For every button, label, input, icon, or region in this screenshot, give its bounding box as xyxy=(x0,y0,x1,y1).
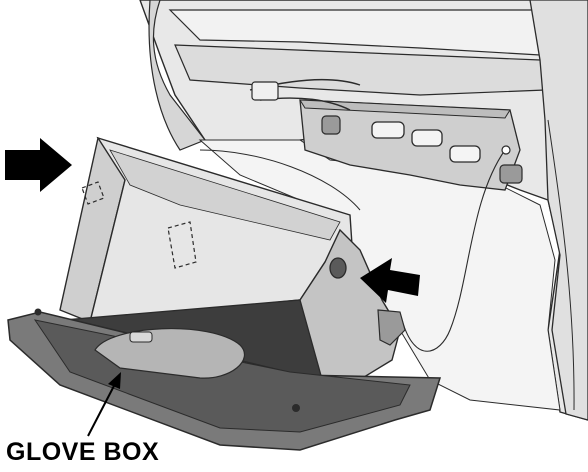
damper-string xyxy=(401,149,506,352)
bracket-slot-3 xyxy=(449,145,481,163)
connector-block xyxy=(251,81,279,101)
glove-box-inner-shadow xyxy=(109,149,341,241)
stopper-tab-left xyxy=(81,181,105,205)
glove-box xyxy=(7,136,442,451)
bracket-slot-2 xyxy=(411,129,443,147)
push-arrow-icon-left xyxy=(5,138,72,192)
callout-pointer-line xyxy=(87,381,117,437)
hinge-pin-left xyxy=(34,308,42,316)
damper-attach-bracket xyxy=(377,309,406,346)
pointer-arrow-icon xyxy=(108,372,121,389)
stopper-tab-inner xyxy=(167,221,197,269)
bracket-slot-1 xyxy=(371,121,405,139)
dash-left-cowl xyxy=(148,0,206,151)
mounting-bracket xyxy=(249,78,523,191)
stopper-knob-right xyxy=(329,257,347,279)
dash-right-panel xyxy=(529,0,588,421)
hinge-pin-right xyxy=(292,404,300,412)
damper-string-end xyxy=(501,145,511,155)
bracket-body xyxy=(299,99,521,191)
glove-box-label: GLOVE BOX xyxy=(6,438,160,466)
callout-pointer xyxy=(87,372,121,437)
push-arrow-icon-right xyxy=(360,258,420,303)
bracket-clip-right xyxy=(499,164,523,184)
dash-right-panel-edge xyxy=(547,119,575,411)
dash-cavity-curve xyxy=(199,149,361,211)
bracket-top-rail xyxy=(299,99,511,119)
bracket-clip-left xyxy=(321,115,341,135)
glove-box-latch xyxy=(129,331,153,343)
